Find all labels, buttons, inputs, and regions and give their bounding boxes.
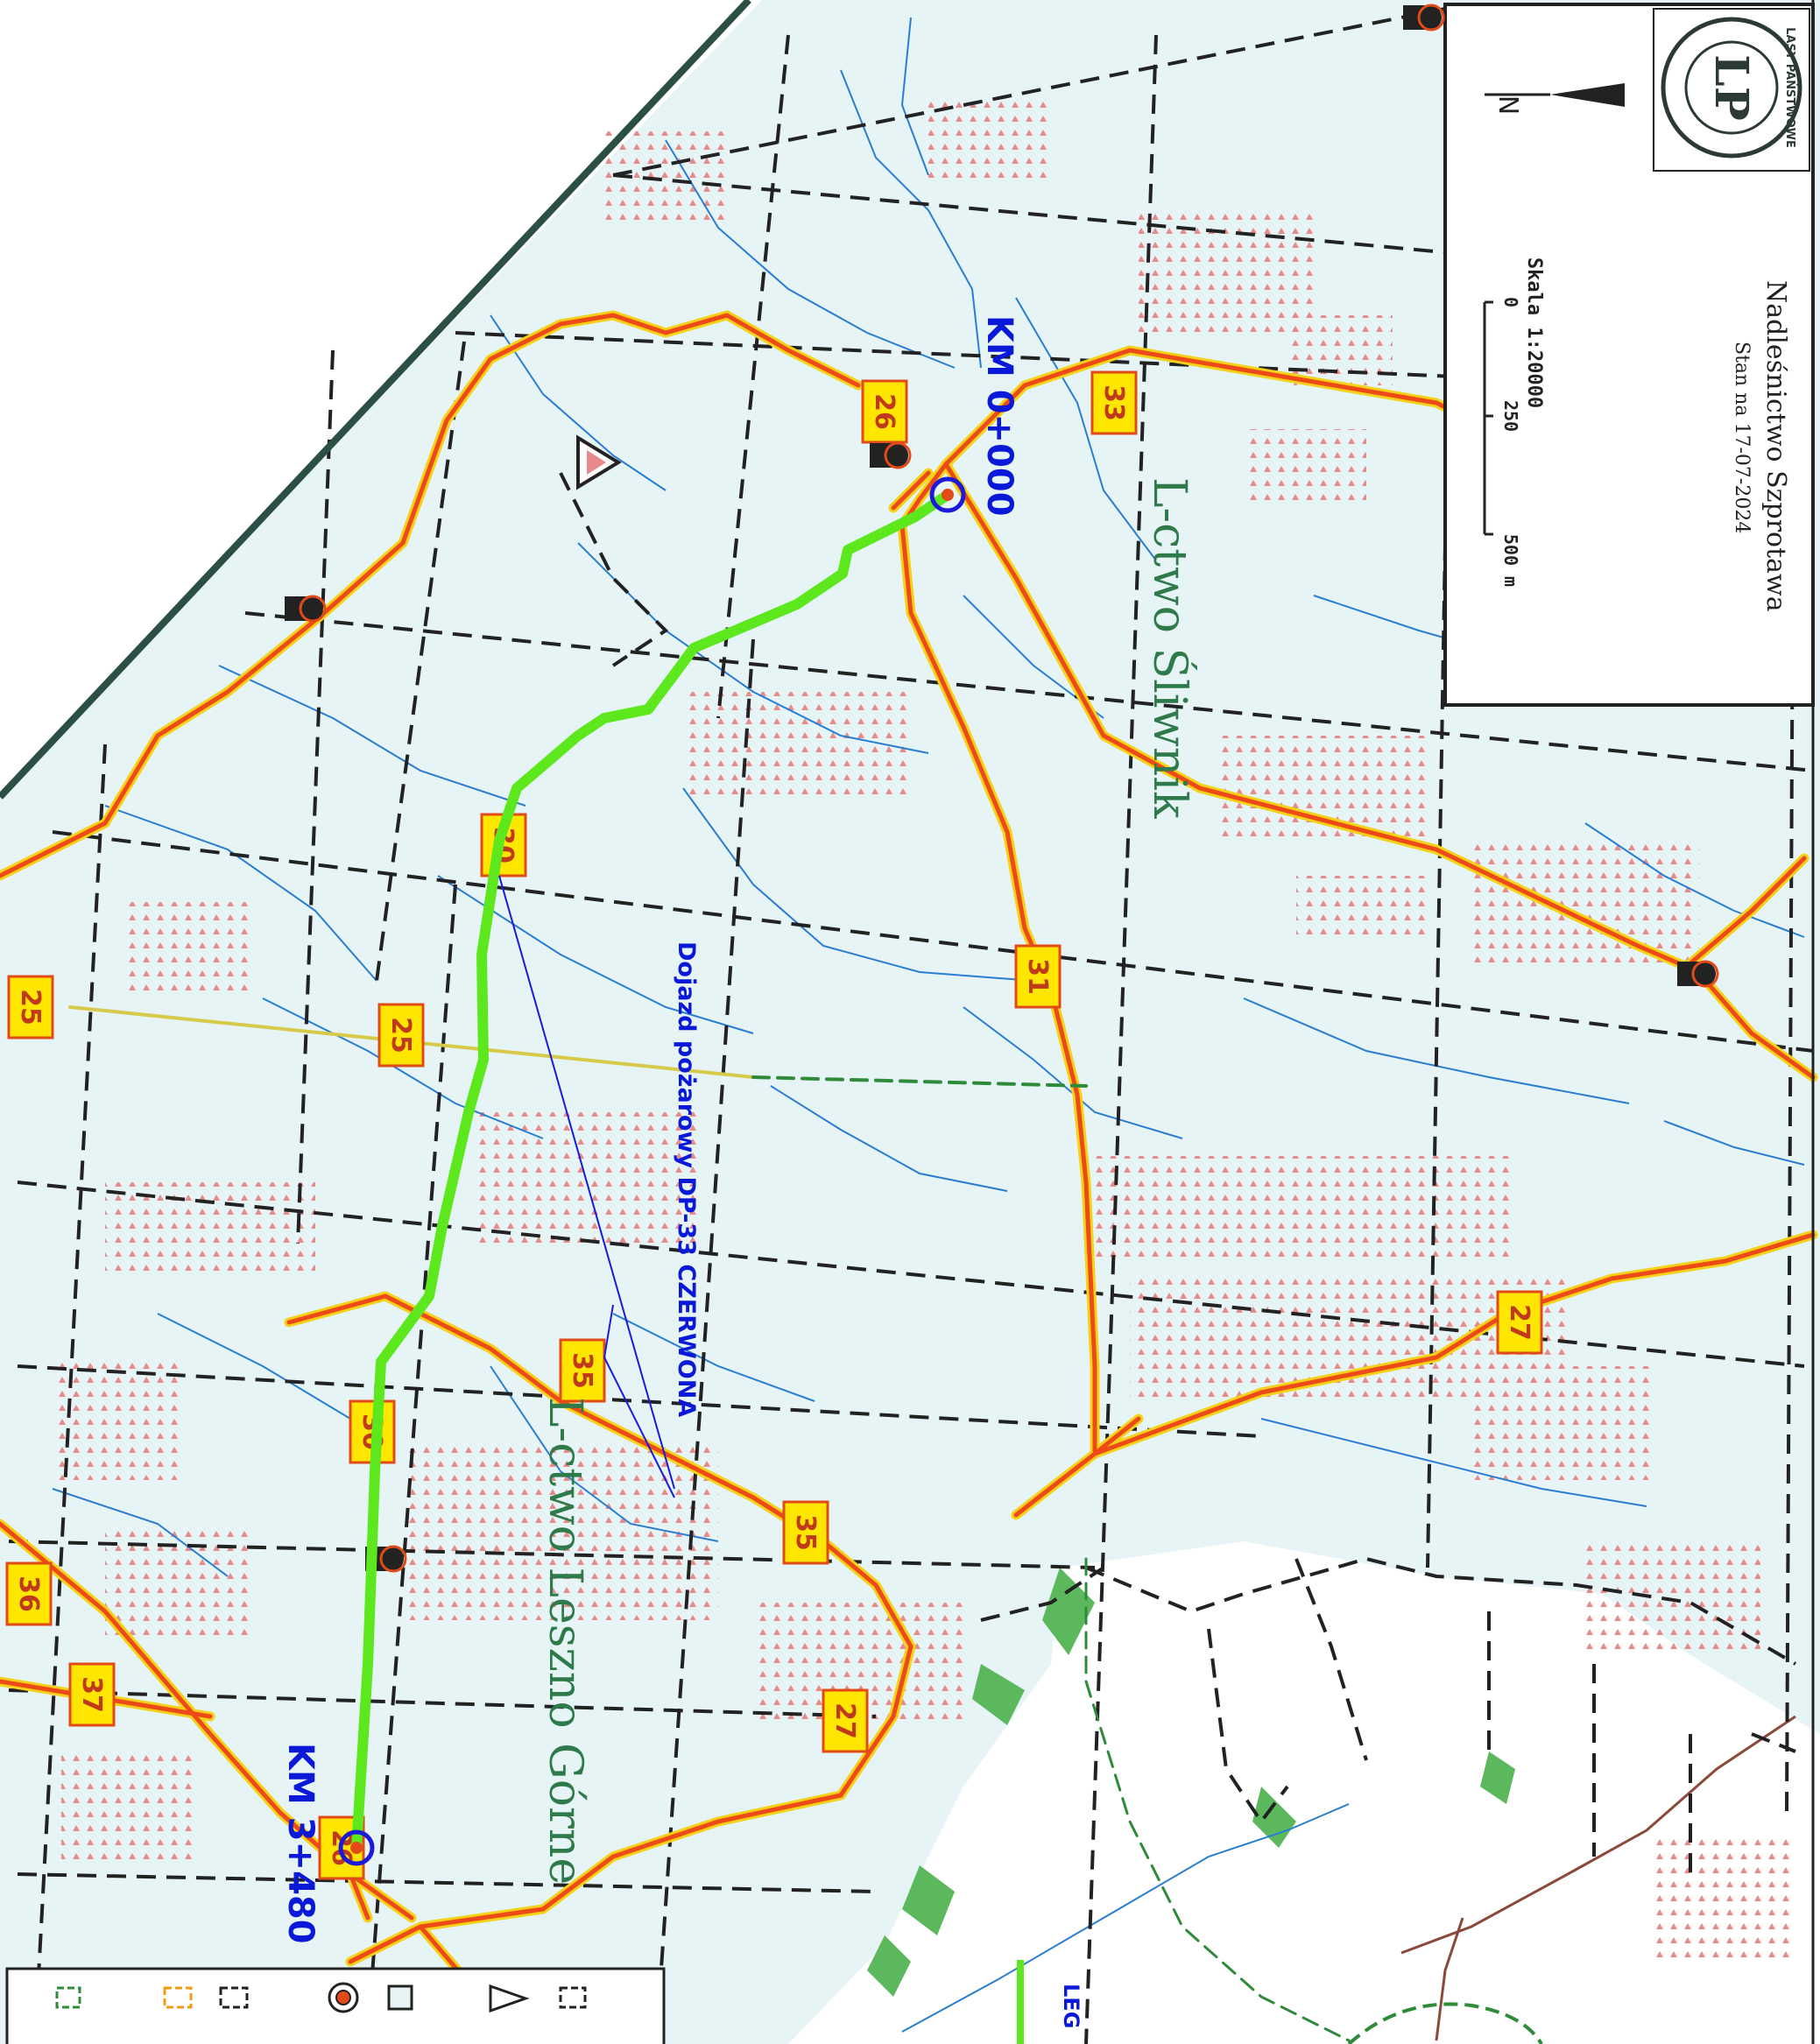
compartment-lines [8,7,1814,2044]
scale-tick-500: 500 m [1500,534,1521,587]
legend-symbol [387,1984,413,2011]
triangle-icon [576,434,622,490]
forestry-label-leszno: L-ctwo Leszno Górne [539,1397,591,1885]
legend-symbol [559,1986,587,2009]
scale-label: Skala 1:20000 [1523,257,1545,408]
date-label: Stan na 17-07-2024 [1731,342,1753,533]
legend-symbol [219,1986,249,2009]
forestry-label-sliwnik: L-ctwo Śliwnik [1143,477,1197,819]
route-line [351,490,953,1853]
road-number-badge: 33 [1098,384,1129,421]
start-marker-icon [929,476,966,513]
legend-symbol [55,1986,81,2009]
road-number-badge: 35 [790,1514,821,1551]
end-marker-icon [338,1829,375,1866]
north-arrow-icon [1485,83,1625,107]
logo-icon [1661,17,1802,159]
north-label: N [1492,95,1523,115]
logo-letters: LP [1704,54,1758,121]
route-name-label: Dojazd pożarowy DP-33 CZERWONA [673,941,700,1417]
scale-tick-0: 0 [1500,297,1521,307]
road-number-badge: 27 [829,1702,860,1739]
road-number-badge: 26 [869,393,899,430]
green-patches [867,1568,1515,1997]
bottom-right-road [1347,2002,1543,2044]
logo-text: LASY PAŃSTWOWE [1783,27,1797,148]
open-land [788,1541,1820,2044]
road-number-badge: 37 [76,1676,107,1713]
route-end-label: KM 3+480 [280,1743,321,1944]
route-start-label: KM 0+000 [979,315,1019,517]
legend-symbol [489,1984,530,2013]
legend-symbol [163,1986,193,2009]
scale-tick-250: 250 [1500,400,1521,432]
outside-area [0,0,744,771]
forest-border [0,0,751,800]
brown-roads [1400,1715,1796,2041]
road-number-badge: 35 [567,1352,597,1389]
road-number-badge: 31 [1022,958,1053,995]
route-leader-lines [498,875,675,1498]
stand-patches [53,96,1795,1962]
district-title: Nadleśnictwo Szprotawa [1760,280,1791,612]
road-number-badge: 36 [13,1575,44,1612]
road-number-badge: 25 [385,1017,416,1054]
legend-title: LEG [1059,1984,1083,2028]
road-number-badge: 25 [15,989,46,1026]
road-number-badge: 27 [1504,1304,1534,1341]
legend [55,1982,587,2013]
